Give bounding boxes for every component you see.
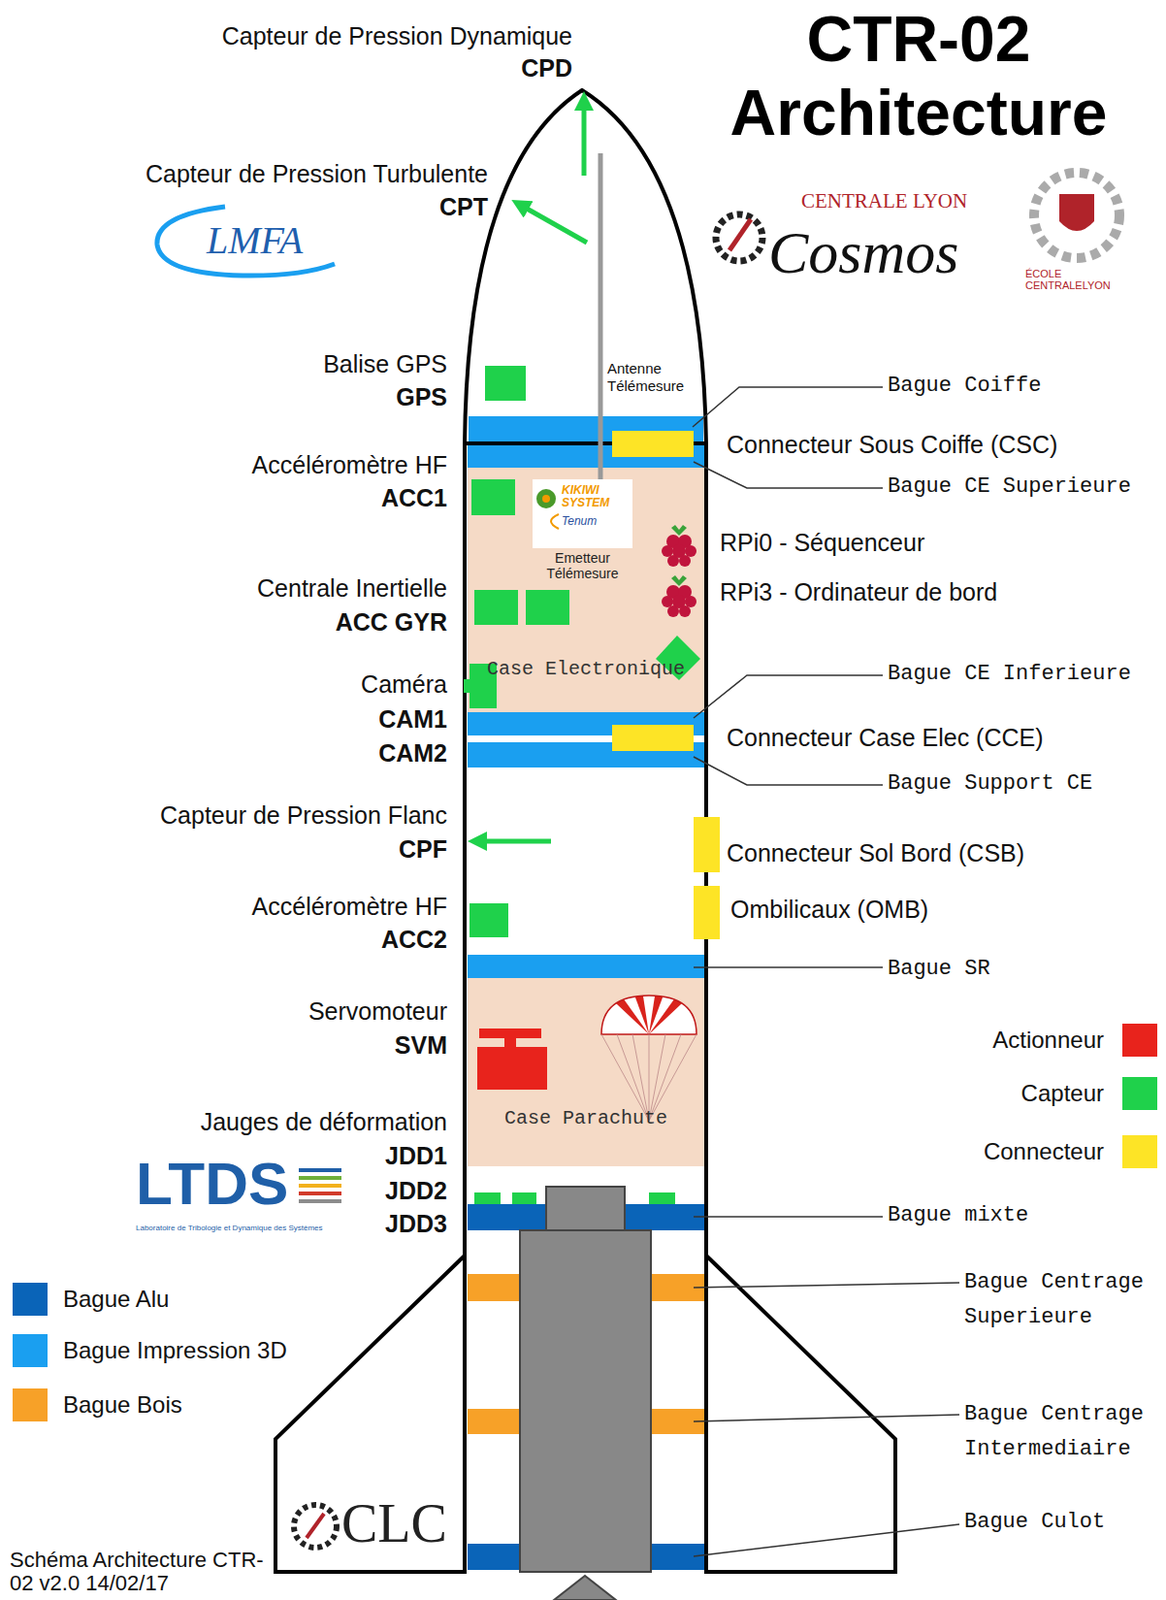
- label-text: ACC2: [381, 926, 448, 954]
- label-text: ACC GYR: [335, 609, 448, 637]
- label-text: LMFA: [206, 219, 303, 262]
- node-text: Tenum: [561, 514, 630, 528]
- legend-text: Connecteur: [983, 1136, 1104, 1166]
- label-text: JDD3: [385, 1210, 448, 1238]
- legend-text: Actionneur: [992, 1025, 1104, 1055]
- label-text: CLC: [341, 1493, 448, 1555]
- caption: Schéma Architecture CTR-02 v2.0 14/02/17: [9, 1548, 282, 1595]
- label-text: Bague Coiffe: [887, 374, 1041, 398]
- label-text: Connecteur Case Elec (CCE): [726, 724, 1044, 752]
- legend-swatch: [1122, 1134, 1158, 1168]
- label-text: CENTRALE LYON: [801, 190, 968, 213]
- label-text: Capteur de Pression Turbulente: [145, 161, 488, 189]
- label-text: Jauges de déformation: [200, 1108, 448, 1136]
- label-text: RPi0 - Séquenceur: [719, 529, 925, 557]
- label-text: Caméra: [360, 671, 448, 699]
- label-text: Ombilicaux (OMB): [730, 896, 929, 924]
- legend-text: Bague Impression 3D: [63, 1335, 288, 1365]
- label-text: Bague Centrage Intermediaire: [964, 1396, 1154, 1467]
- label-text: JDD2: [385, 1177, 448, 1205]
- legend-swatch: [12, 1333, 48, 1367]
- label-text: Centrale Inertielle: [257, 575, 448, 603]
- label-text: Bague SR: [887, 957, 991, 981]
- label-text: Connecteur Sol Bord (CSB): [726, 840, 1025, 868]
- node-text: Case Parachute: [467, 1103, 705, 1134]
- legend-text: Bague Alu: [63, 1284, 169, 1314]
- label-text: Cosmos: [768, 219, 959, 286]
- title: CTR-02 Architecture: [690, 1, 1147, 150]
- label-text: CPT: [439, 194, 488, 222]
- label-text: JDD1: [385, 1142, 448, 1170]
- label-text: CAM1: [378, 706, 448, 734]
- legend-text: Capteur: [1021, 1078, 1104, 1108]
- label-text: Bague Culot: [964, 1510, 1105, 1534]
- label-text: Balise GPS: [323, 351, 448, 379]
- label-text: Bague CE Inferieure: [887, 662, 1132, 686]
- label-text: Accéléromètre HF: [252, 452, 448, 480]
- legend-text: Bague Bois: [63, 1390, 183, 1420]
- label-text: Capteur de Pression Dynamique: [222, 23, 573, 51]
- label-text: Bague mixte: [887, 1203, 1029, 1228]
- label-text: Antenne Télémesure: [607, 359, 705, 395]
- label-text: Bague Support CE: [887, 772, 1093, 796]
- label-text: Connecteur Sous Coiffe (CSC): [726, 431, 1058, 459]
- legend-swatch: [12, 1388, 48, 1422]
- label-text: CPF: [398, 836, 448, 864]
- label-text: SVM: [394, 1032, 448, 1060]
- label-text: Capteur de Pression Flanc: [160, 802, 448, 830]
- label-text: GPS: [395, 384, 448, 412]
- label-text: RPi3 - Ordinateur de bord: [719, 579, 998, 607]
- legend-swatch: [12, 1282, 48, 1316]
- transmitter-box: KIKIWI SYSTEMTenumEmetteur Télémesure: [532, 479, 633, 549]
- node-text: KIKIWI SYSTEM: [561, 484, 630, 510]
- label-text: ACC1: [381, 485, 448, 513]
- bay-region: Case Parachute: [467, 977, 705, 1166]
- label-text: Bague CE Superieure: [887, 475, 1132, 499]
- node-text: Case Electronique: [467, 654, 705, 684]
- legend-swatch: [1122, 1023, 1158, 1057]
- bay-region: Case Electronique KIKIWI SYSTEM TenumEmett…: [467, 467, 705, 713]
- label-text: Accéléromètre HF: [252, 893, 448, 921]
- label-text: CAM2: [378, 740, 448, 768]
- label-text: Servomoteur: [308, 998, 448, 1026]
- label-text: ÉCOLE CENTRALELYON: [1025, 267, 1134, 292]
- label-text: CPD: [520, 55, 573, 83]
- label-text: LTDS: [135, 1150, 289, 1217]
- node-text: Emetteur Télémesure: [532, 550, 633, 582]
- label-text: Bague Centrage Superieure: [964, 1264, 1154, 1335]
- label-text: Laboratoire de Tribologie et Dynamique d…: [135, 1224, 324, 1233]
- legend-swatch: [1122, 1076, 1158, 1110]
